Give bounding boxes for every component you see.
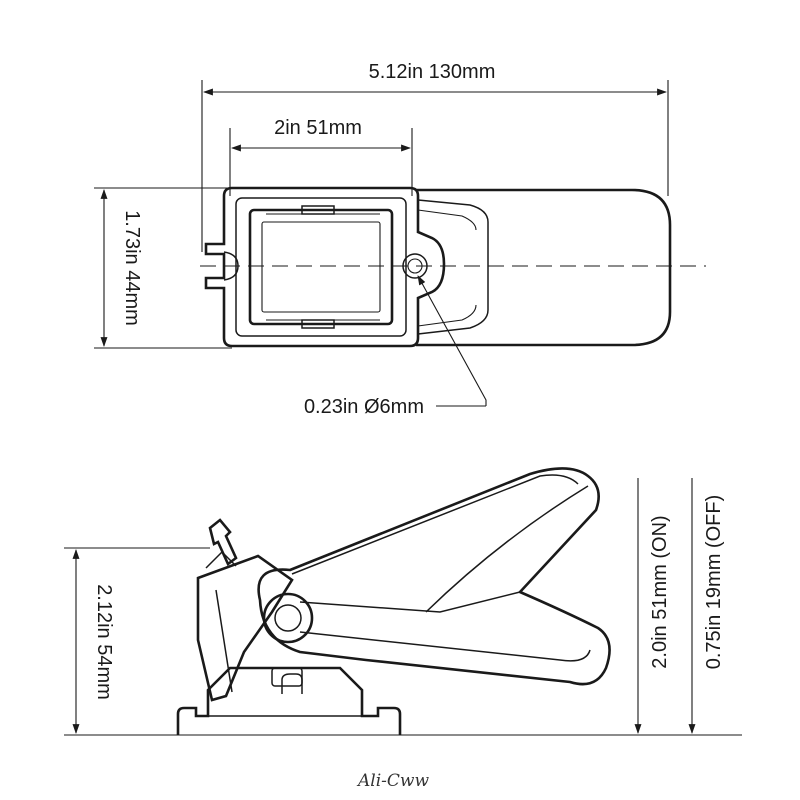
- pivot-stub: [281, 673, 303, 694]
- float-bottom-line: [299, 631, 591, 662]
- off-level-label: 0.75in 19mm (OFF): [703, 495, 725, 669]
- overall-length-label: 5.12in 130mm: [369, 61, 496, 83]
- hole-leader: [417, 275, 487, 406]
- base-foot-tab: [271, 667, 303, 687]
- float-mid-line: [299, 591, 521, 613]
- float-body: [257, 467, 611, 686]
- float-arm-inner: [417, 199, 489, 335]
- watermark: Ali-Cww: [356, 771, 429, 791]
- body-height-label: 1.73in 44mm: [121, 210, 143, 326]
- side-height-label: 2.12in 54mm: [93, 584, 115, 700]
- float-top-edge: [291, 474, 579, 575]
- housing-edge: [215, 589, 233, 693]
- pivot-outer: [262, 592, 314, 644]
- switch-pocket-inner: [261, 221, 381, 313]
- hose-barb: [208, 518, 238, 567]
- base-inner-frame: [235, 197, 407, 337]
- body-width-label: 2in 51mm: [274, 117, 362, 139]
- float-arm-outline: [416, 188, 672, 347]
- pivot-inner: [274, 604, 302, 632]
- float-top-ridge: [349, 477, 521, 547]
- switch-housing: [196, 554, 294, 702]
- float-curve: [425, 485, 589, 613]
- float-arm-ridge: [417, 209, 477, 327]
- switch-pocket: [248, 208, 394, 326]
- top-view: 5.12in 130mm 2in 51mm 1.73in 44mm 0.23in…: [94, 61, 706, 418]
- base-housing-outline: [204, 186, 446, 348]
- hole-diameter-label: 0.23in Ø6mm: [304, 396, 424, 418]
- side-view: 2.12in 54mm 2.0in 51mm (ON) 0.75in 19mm …: [64, 467, 742, 736]
- hose-barb-base: [205, 550, 237, 569]
- on-level-label: 2.0in 51mm (ON): [649, 515, 671, 668]
